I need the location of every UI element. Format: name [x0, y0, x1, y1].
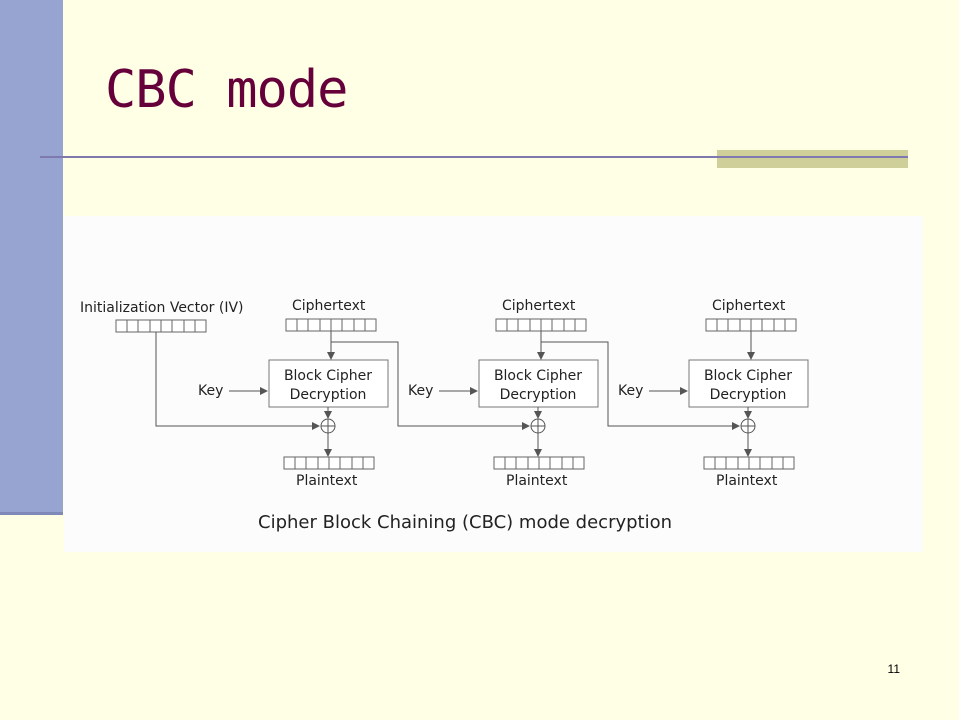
key-label-3: Key [618, 383, 643, 399]
slide-title: CBC mode [105, 60, 348, 120]
iv-register [115, 319, 207, 333]
ciphertext-register-1 [285, 318, 377, 332]
iv-feed-line [155, 332, 320, 430]
key-label-1: Key [198, 383, 223, 399]
block-cipher-line2-3: Decryption [710, 387, 787, 403]
plaintext-register-2 [493, 456, 585, 470]
ciphertext-label-2: Ciphertext [502, 298, 576, 314]
plaintext-label-1: Plaintext [296, 473, 358, 489]
plaintext-register-3 [703, 456, 795, 470]
stage-3: Ciphertext Block Cipher Decryption Key P… [618, 298, 809, 489]
page-number: 11 [887, 662, 900, 676]
ciphertext-register-3 [705, 318, 797, 332]
chain-line-1 [331, 341, 530, 430]
left-accent-bar [0, 0, 63, 515]
xor-icon-3 [740, 418, 756, 434]
stage-1: Ciphertext Block Cipher Decryption Key P… [198, 298, 389, 489]
xor-icon-1 [320, 418, 336, 434]
block-cipher-line1-1: Block Cipher [284, 368, 372, 384]
ciphertext-label-3: Ciphertext [712, 298, 786, 314]
block-cipher-line2-1: Decryption [290, 387, 367, 403]
block-cipher-box-3 [688, 359, 809, 408]
diagram-caption: Cipher Block Chaining (CBC) mode decrypt… [258, 512, 672, 533]
plaintext-register-1 [283, 456, 375, 470]
stage-2: Ciphertext Block Cipher Decryption Key P… [408, 298, 599, 489]
ciphertext-register-2 [495, 318, 587, 332]
xor-icon-2 [530, 418, 546, 434]
iv-label: Initialization Vector (IV) [80, 300, 244, 316]
chain-line-2 [541, 341, 740, 430]
title-rule [40, 156, 908, 158]
title-rule-accent [717, 150, 908, 168]
plaintext-label-2: Plaintext [506, 473, 568, 489]
key-label-2: Key [408, 383, 433, 399]
cbc-diagram: Initialization Vector (IV) Ciphertext Bl… [64, 216, 923, 552]
ciphertext-label-1: Ciphertext [292, 298, 366, 314]
block-cipher-line2-2: Decryption [500, 387, 577, 403]
block-cipher-line1-3: Block Cipher [704, 368, 792, 384]
block-cipher-line1-2: Block Cipher [494, 368, 582, 384]
plaintext-label-3: Plaintext [716, 473, 778, 489]
